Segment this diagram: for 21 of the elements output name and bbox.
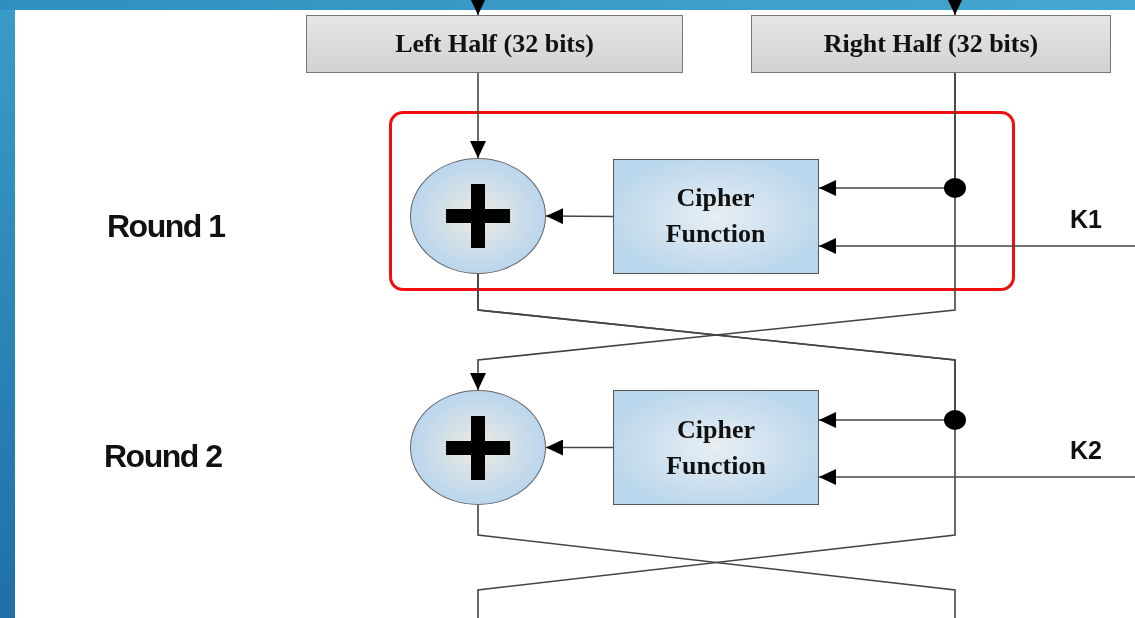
arrow — [470, 72, 956, 391]
arrow — [470, 0, 486, 16]
round-label: Round 2 — [104, 438, 222, 475]
box-label: Left Half (32 bits) — [395, 29, 594, 59]
round-label: Round 1 — [107, 208, 225, 245]
function-box — [613, 390, 819, 505]
box-label: Right Half (32 bits) — [823, 29, 1039, 59]
key-label: K1 — [1070, 205, 1102, 233]
box-label: Cipher Function — [664, 182, 767, 250]
input-box — [306, 15, 683, 73]
arrow — [545, 439, 614, 456]
arrow — [470, 72, 486, 159]
key-label: K2 — [1070, 436, 1102, 464]
box-label: Cipher Function — [665, 413, 767, 482]
arrow — [947, 0, 963, 16]
arrow — [545, 208, 614, 225]
arrow — [818, 238, 1135, 254]
arrow — [818, 469, 1135, 485]
highlight-frame — [389, 111, 1015, 291]
input-box — [751, 15, 1111, 73]
function-box — [612, 158, 819, 274]
